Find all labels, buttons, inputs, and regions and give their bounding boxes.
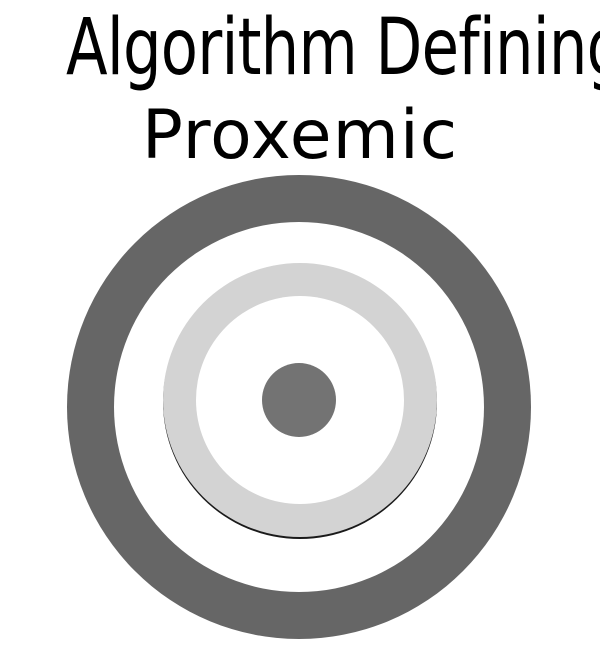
title-line-2: Proxemic: [141, 96, 459, 175]
inner-disc: [262, 363, 336, 437]
title-line-1: Algorithm Defining: [66, 3, 600, 93]
